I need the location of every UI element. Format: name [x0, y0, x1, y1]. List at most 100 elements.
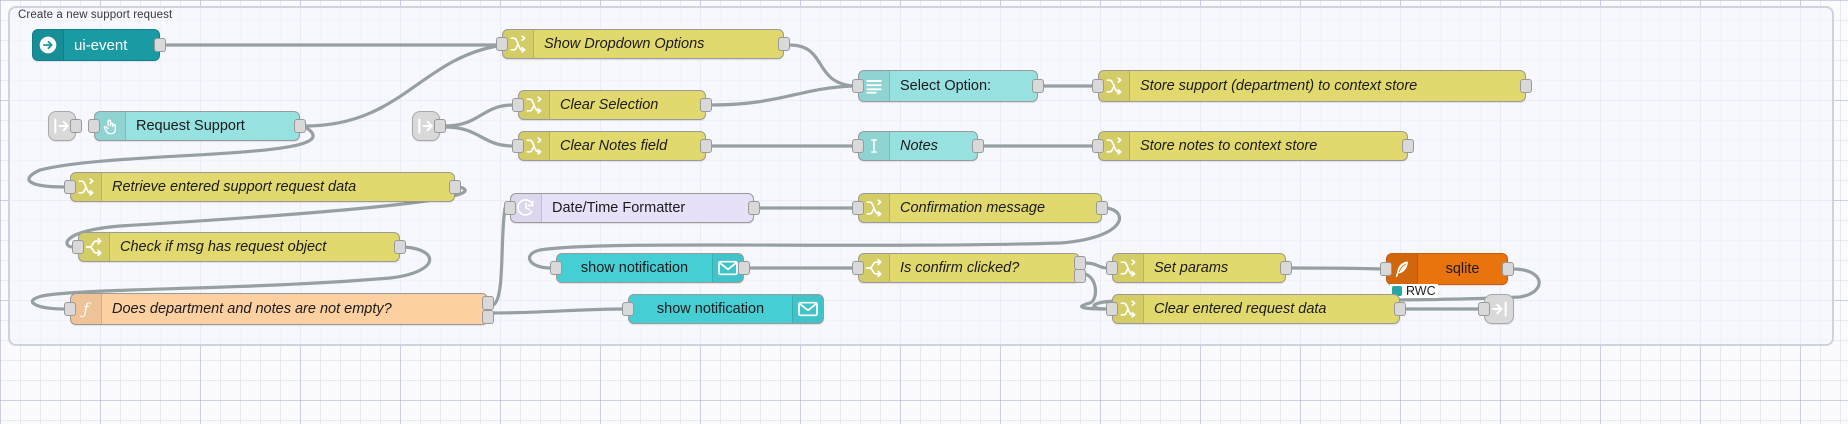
node-sqlite[interactable]: sqlite [1380, 253, 1514, 285]
output-port[interactable] [738, 261, 750, 275]
input-port[interactable] [504, 201, 516, 215]
link-in-icon [413, 112, 439, 140]
link-out-icon [1485, 295, 1513, 323]
output-port[interactable] [748, 201, 760, 215]
envelope-icon [712, 254, 743, 282]
output-port[interactable] [1280, 261, 1292, 275]
output-port[interactable] [1394, 302, 1406, 316]
list-lines-icon [859, 71, 890, 101]
input-port[interactable] [72, 240, 84, 254]
node-label: Select Option: [900, 78, 992, 94]
output-port[interactable] [154, 38, 166, 52]
status-badge-sqlite: RWC [1390, 284, 1438, 298]
node-label: ui-event [74, 36, 128, 54]
change-icon [503, 30, 534, 58]
status-dot-icon [1392, 286, 1402, 296]
output-port[interactable] [70, 119, 82, 133]
output-port[interactable] [1520, 79, 1532, 93]
change-icon [1113, 295, 1144, 323]
input-port[interactable] [550, 261, 562, 275]
node-ui-event[interactable]: ui-event [32, 29, 166, 61]
node-store-notes-to-context-store[interactable]: Store notes to context store [1092, 131, 1414, 161]
node-label: Show Dropdown Options [544, 36, 705, 52]
node-label: Store notes to context store [1140, 138, 1318, 154]
output-port-2[interactable] [1074, 269, 1086, 283]
node-date-time-formatter[interactable]: Date/Time Formatter [504, 193, 760, 223]
node-request-support[interactable]: Request Support [88, 111, 306, 141]
node-is-confirm-clicked[interactable]: Is confirm clicked? [852, 253, 1086, 283]
node-clear-selection[interactable]: Clear Selection [512, 90, 712, 120]
input-port[interactable] [1380, 262, 1392, 276]
node-link-in-1[interactable] [48, 111, 82, 141]
output-port[interactable] [1032, 79, 1044, 93]
output-port[interactable] [394, 240, 406, 254]
output-port[interactable] [1402, 139, 1414, 153]
input-port[interactable] [64, 302, 76, 316]
output-port-2[interactable] [482, 310, 494, 324]
node-label: Store support (department) to context st… [1140, 78, 1418, 94]
input-port[interactable] [852, 139, 864, 153]
change-icon [1099, 132, 1130, 160]
input-port[interactable] [1106, 302, 1118, 316]
feather-icon [1387, 254, 1418, 284]
status-text: RWC [1406, 284, 1436, 298]
output-port[interactable] [700, 139, 712, 153]
input-port[interactable] [1092, 79, 1104, 93]
input-port[interactable] [1106, 261, 1118, 275]
output-port[interactable] [778, 37, 790, 51]
input-port[interactable] [1478, 302, 1490, 316]
input-port[interactable] [88, 119, 100, 133]
input-port[interactable] [512, 139, 524, 153]
input-port[interactable] [496, 37, 508, 51]
function-icon: ƒ [71, 294, 102, 324]
node-check-if-msg-has-request-object[interactable]: Check if msg has request object [72, 232, 406, 262]
node-show-notification-2[interactable]: show notification [622, 294, 824, 324]
change-icon [519, 132, 550, 160]
output-port[interactable] [434, 119, 446, 133]
input-port[interactable] [622, 302, 634, 316]
output-port[interactable] [972, 139, 984, 153]
clock-icon [511, 194, 542, 222]
switch-icon [859, 254, 890, 282]
node-label: Clear entered request data [1154, 301, 1327, 317]
node-clear-entered-request-data[interactable]: Clear entered request data [1106, 294, 1406, 324]
link-in-icon [49, 112, 75, 140]
input-port[interactable] [64, 180, 76, 194]
input-port[interactable] [512, 98, 524, 112]
output-port-1[interactable] [1074, 256, 1086, 270]
node-store-support-to-context-store[interactable]: Store support (department) to context st… [1092, 70, 1532, 102]
change-icon [1113, 254, 1144, 282]
node-set-params[interactable]: Set params [1106, 253, 1292, 283]
input-port[interactable] [852, 261, 864, 275]
node-label: Date/Time Formatter [552, 200, 686, 216]
output-port[interactable] [1502, 262, 1514, 276]
switch-icon [79, 233, 110, 261]
node-label: sqlite [1445, 261, 1480, 277]
node-label: Clear Selection [560, 97, 659, 113]
node-label: show notification [580, 260, 689, 276]
output-port[interactable] [294, 119, 306, 133]
node-show-dropdown-options[interactable]: Show Dropdown Options [496, 29, 790, 59]
node-confirmation-message[interactable]: Confirmation message [852, 193, 1108, 223]
node-select-option[interactable]: Select Option: [852, 70, 1044, 102]
output-port[interactable] [1096, 201, 1108, 215]
input-port[interactable] [1092, 139, 1104, 153]
output-port[interactable] [449, 180, 461, 194]
input-port[interactable] [852, 201, 864, 215]
output-port-1[interactable] [482, 296, 494, 310]
arrow-right-circle-icon [33, 30, 64, 60]
change-icon [859, 194, 890, 222]
change-icon [1099, 71, 1130, 101]
node-notes[interactable]: Notes [852, 131, 984, 161]
output-port[interactable] [700, 98, 712, 112]
node-clear-notes-field[interactable]: Clear Notes field [512, 131, 712, 161]
node-retrieve-entered-support-request-data[interactable]: Retrieve entered support request data [64, 172, 461, 202]
node-label: show notification [656, 301, 765, 317]
node-does-department-and-notes-are-not-empty[interactable]: ƒ Does department and notes are not empt… [64, 293, 494, 325]
node-show-notification-1[interactable]: show notification [550, 253, 750, 283]
node-link-in-2[interactable] [412, 111, 446, 141]
input-port[interactable] [852, 79, 864, 93]
node-label: Check if msg has request object [120, 239, 327, 255]
node-link-out-1[interactable] [1478, 294, 1514, 324]
